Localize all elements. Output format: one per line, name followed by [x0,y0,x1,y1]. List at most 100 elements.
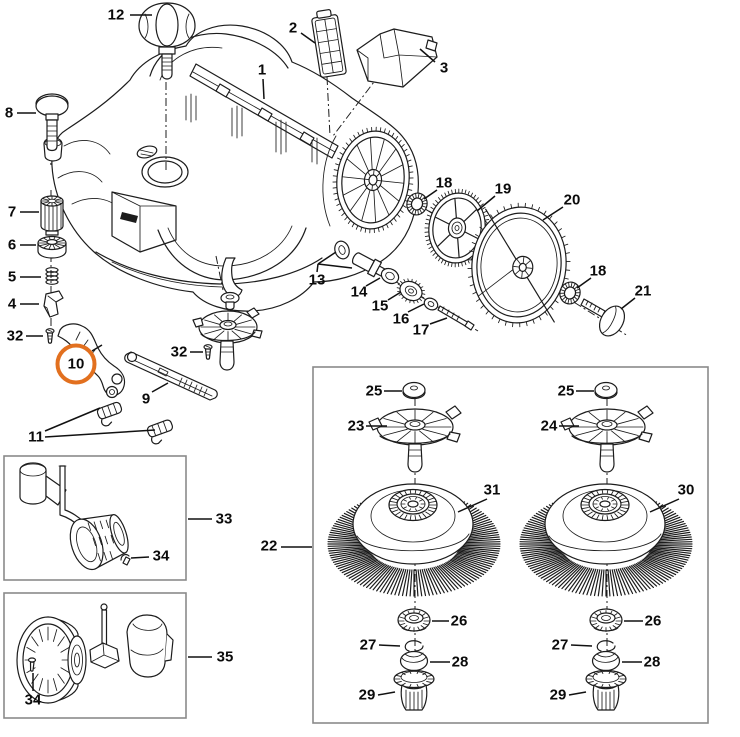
part-label-13[interactable]: 13 [308,271,326,289]
part-label-24[interactable]: 24 [540,417,558,435]
part-32b-screw-drawing [203,344,213,360]
part-15-gear-drawing [396,278,426,304]
part-label-29-a[interactable]: 29 [358,686,376,704]
leader-line-2 [300,32,316,44]
leader-line-13 [316,263,319,273]
part-label-25-b[interactable]: 25 [557,382,575,400]
leader-line-31 [457,498,488,513]
part-label-12[interactable]: 12 [107,6,125,24]
part-label-18-b[interactable]: 18 [589,262,607,280]
leader-line-27-a [378,644,401,647]
part-label-16[interactable]: 16 [392,310,410,328]
leader-lines [17,14,680,696]
part-label-26-a[interactable]: 26 [450,612,468,630]
part-6-pulley-drawing [37,235,67,259]
part-label-3[interactable]: 3 [439,59,449,77]
part-19-drive-wheel-drawing [424,188,490,268]
impeller-assembly-drawing [192,291,263,371]
leader-line-1 [262,78,265,100]
part-label-19[interactable]: 19 [494,180,512,198]
part-9-rail-drawing [124,351,218,401]
part-label-11[interactable]: 11 [28,428,44,446]
part-label-35[interactable]: 35 [216,648,234,666]
part-label-28-a[interactable]: 28 [451,653,469,671]
leader-line-3 [419,48,436,63]
leader-line-14 [365,277,381,287]
part-label-20[interactable]: 20 [563,191,581,209]
brush-assembly-left [327,381,501,711]
part-7-adapter-drawing [40,195,64,236]
leader-line-17 [429,317,448,325]
leader-line-16 [407,303,425,313]
part-12-knob-drawing [138,2,196,80]
kit-box-33 [3,455,187,581]
part-label-21[interactable]: 21 [634,282,652,300]
kit-boxes [3,366,709,724]
part-label-33[interactable]: 33 [215,510,233,528]
part-label-9[interactable]: 9 [141,390,151,408]
part-label-27-a[interactable]: 27 [359,636,377,654]
leader-line-20 [542,206,564,221]
part-2-grid-insert-drawing [311,9,347,78]
deck-wheel-drawing [332,126,414,234]
part-label-30[interactable]: 30 [677,481,695,499]
part-label-26-b[interactable]: 26 [644,612,662,630]
kit-box-35 [3,592,187,719]
leader-line-18-a [423,189,438,200]
leader-line-11 [44,429,156,438]
deck-housing-drawing [43,24,419,312]
part-34b-screw-drawing [27,657,37,672]
leader-line-29-b [568,691,587,696]
part-16-nut-drawing [423,297,439,311]
part-label-8[interactable]: 8 [4,104,14,122]
part-label-28-b[interactable]: 28 [643,653,661,671]
leader-line-19 [476,195,496,212]
part-label-7[interactable]: 7 [7,203,17,221]
brush-kit-box-22 [312,366,709,724]
part-label-5[interactable]: 5 [7,268,17,286]
part-label-31[interactable]: 31 [483,481,501,499]
kit-33-contents-drawing [19,462,131,571]
part-label-32-a[interactable]: 32 [6,327,24,345]
part-label-34-a[interactable]: 34 [152,547,170,565]
part-label-32-b[interactable]: 32 [170,343,188,361]
part-label-29-b[interactable]: 29 [549,686,567,704]
part-label-23[interactable]: 23 [347,417,365,435]
leader-line-9 [151,382,169,393]
leader-line-11 [44,407,101,432]
part-label-17[interactable]: 17 [412,321,430,339]
part-label-27-b[interactable]: 27 [551,636,569,654]
part-label-34-b[interactable]: 34 [24,691,42,709]
kit-35-contents-drawing [16,603,174,704]
part-label-14[interactable]: 14 [350,283,368,301]
part-3-deflector-drawing [356,28,438,88]
part-label-25-a[interactable]: 25 [365,382,383,400]
part-label-22[interactable]: 22 [260,537,278,555]
leader-line-30 [649,498,680,513]
part-label-6[interactable]: 6 [7,236,17,254]
part-21-axle-bolt-drawing [580,298,626,337]
part-18a-bearing-drawing [406,192,428,216]
part-label-4[interactable]: 4 [7,295,17,313]
part-18b-bearing-drawing [559,281,581,305]
part-label-2[interactable]: 2 [288,19,298,37]
part-label-1[interactable]: 1 [257,61,267,79]
part-11-clips-drawing [96,401,174,445]
leader-line-34-a [130,556,150,559]
leader-line-27-b [570,644,593,647]
leader-line-29-a [377,691,396,696]
deck-rib-details [57,93,318,213]
part-8-knob-bolt-drawing [35,93,69,152]
part-34a-screw-drawing [120,554,131,566]
leader-line-13 [317,251,337,265]
part-label-18-a[interactable]: 18 [435,174,453,192]
part-32a-screw-drawing [45,328,55,344]
part-label-15[interactable]: 15 [371,297,389,315]
part-17-bolt-drawing [437,305,475,331]
part-label-10[interactable]: 10 [55,343,97,385]
part-4-clip-drawing [43,290,64,318]
leader-line-15 [387,291,402,301]
leader-line-10 [91,344,103,352]
